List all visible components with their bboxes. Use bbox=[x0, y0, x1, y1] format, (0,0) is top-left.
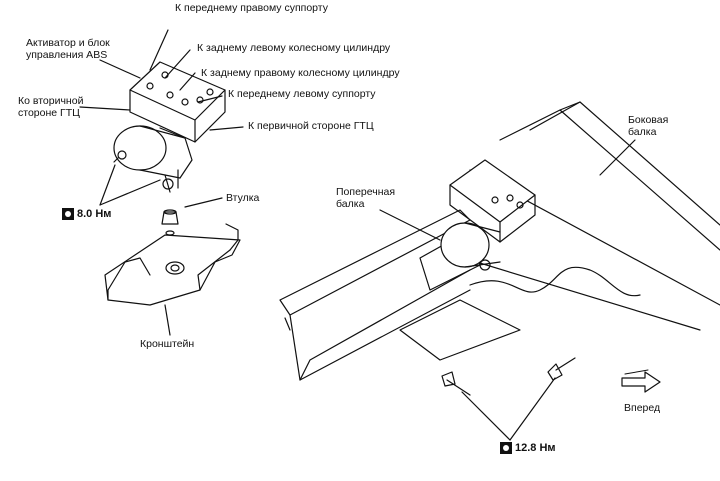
leader-bracket bbox=[164, 304, 171, 336]
leader-rear-right bbox=[179, 72, 196, 91]
torque-leader-left-b bbox=[99, 179, 161, 206]
leader-side-beam bbox=[599, 139, 636, 176]
label-actuator: Активатор и блок управления ABS bbox=[26, 37, 110, 61]
label-side-beam: Боковая балка bbox=[628, 114, 669, 138]
bushing-part bbox=[161, 209, 179, 236]
label-cross-beam: Поперечная балка bbox=[336, 186, 396, 210]
label-front-left-caliper: К переднему левому суппорту bbox=[228, 88, 376, 100]
bolt-left bbox=[441, 371, 471, 396]
label-front-right-caliper: К переднему правому суппорту bbox=[175, 2, 328, 14]
torque-leader-right-b bbox=[509, 377, 556, 441]
torque-leader-right-a bbox=[461, 391, 511, 441]
torque-right-text: 12.8 Нм bbox=[515, 442, 556, 454]
label-bushing: Втулка bbox=[226, 192, 260, 204]
leader-front-right bbox=[149, 29, 169, 71]
leader-secondary bbox=[79, 106, 131, 111]
label-secondary-gtc: Ко вторичной стороне ГТЦ bbox=[18, 95, 84, 119]
label-primary-gtc: К первичной стороне ГТЦ bbox=[248, 120, 374, 132]
label-bracket: Кронштейн bbox=[140, 338, 195, 350]
leader-front-left bbox=[197, 95, 223, 103]
label-rear-right-cylinder: К заднему правому колесному цилиндру bbox=[201, 67, 400, 79]
leader-actuator bbox=[99, 59, 141, 79]
forward-arrow-icon bbox=[621, 369, 661, 393]
bolt-right bbox=[547, 357, 576, 381]
torque-leader-left-a bbox=[99, 164, 116, 206]
leader-cross-beam bbox=[379, 209, 441, 241]
torque-wrench-icon bbox=[500, 442, 512, 454]
leader-rear-left bbox=[164, 49, 191, 79]
leader-bushing bbox=[184, 197, 223, 208]
torque-wrench-icon bbox=[62, 208, 74, 220]
torque-value-right: 12.8 Нм bbox=[500, 442, 556, 454]
label-rear-left-cylinder: К заднему левому колесному цилиндру bbox=[197, 42, 391, 54]
torque-left-text: 8.0 Нм bbox=[77, 208, 112, 220]
bracket-part bbox=[104, 223, 241, 306]
leader-primary bbox=[209, 126, 244, 131]
label-forward: Вперед bbox=[624, 402, 661, 414]
abs-actuator-unit bbox=[113, 61, 226, 193]
abs-unit-mounted bbox=[440, 159, 536, 271]
torque-value-left: 8.0 Нм bbox=[62, 208, 111, 220]
